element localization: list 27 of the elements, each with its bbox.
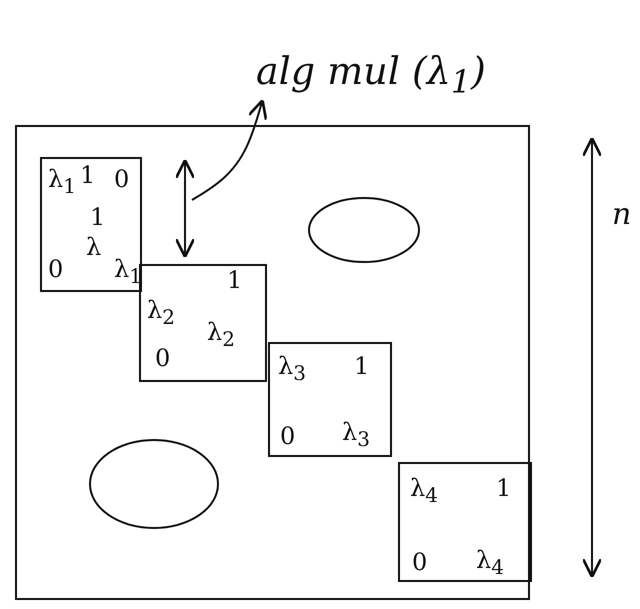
jordan-block xyxy=(268,342,392,457)
matrix-entry: λ$_{3}$ xyxy=(342,420,370,449)
matrix-entry: 0 xyxy=(114,167,130,191)
jordan-block xyxy=(139,264,267,382)
matrix-entry: 0 xyxy=(412,550,428,574)
matrix-entry: λ xyxy=(86,235,102,259)
arrow xyxy=(191,98,268,201)
matrix-entry: 1 xyxy=(496,476,512,500)
annotation-text: alg mul (λ$_{1}$) xyxy=(256,52,486,100)
matrix-entry: 0 xyxy=(48,257,64,281)
matrix-entry: λ$_{4}$ xyxy=(476,548,504,577)
matrix-entry: λ$_{2}$ xyxy=(147,298,175,327)
matrix-entry: 0 xyxy=(280,424,296,448)
matrix-entry: 0 xyxy=(155,346,170,370)
matrix-entry: 1 xyxy=(354,354,370,378)
matrix-entry: λ$_{4}$ xyxy=(410,476,438,505)
matrix-outline xyxy=(15,125,530,600)
matrix-entry: λ$_{3}$ xyxy=(278,354,306,383)
matrix-entry: 1 xyxy=(90,205,106,229)
jordan-block xyxy=(40,157,142,292)
matrix-entry: 1 xyxy=(80,163,96,187)
matrix-entry: λ$_{2}$ xyxy=(207,320,235,349)
matrix-entry: λ$_{1}$ xyxy=(114,257,142,286)
matrix-entry: 1 xyxy=(227,268,242,292)
dimension-label: n xyxy=(612,200,632,230)
matrix-entry: λ$_{1}$ xyxy=(48,167,76,196)
jordan-block xyxy=(398,462,532,582)
